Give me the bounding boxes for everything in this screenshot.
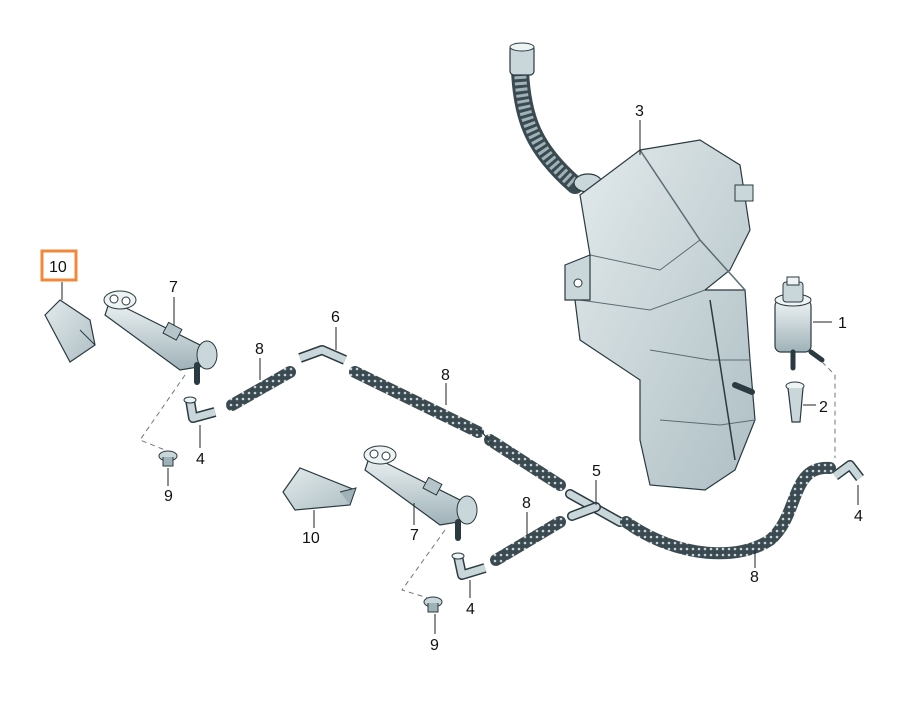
label-part-9-upper: 9 <box>164 488 173 505</box>
screw-lower <box>423 596 443 613</box>
label-part-10-upper: 10 <box>49 259 67 276</box>
washer-fluid-reservoir <box>509 42 756 491</box>
label-part-2: 2 <box>819 399 828 416</box>
label-part-4-pump: 4 <box>854 508 863 525</box>
assembly-line-upper <box>139 374 186 451</box>
label-part-7-lower: 7 <box>410 527 419 544</box>
label-part-1: 1 <box>838 315 847 332</box>
hose-short-lower <box>490 516 566 566</box>
elbow-connector-upper <box>183 396 217 423</box>
nozzle-cover-cap-upper <box>44 299 96 363</box>
label-part-5: 5 <box>592 463 601 480</box>
label-part-4-upper: 4 <box>196 451 205 468</box>
hose-elbow-connector <box>298 345 347 365</box>
assembly-line-pump <box>821 361 836 458</box>
filler-neck-tube <box>511 61 584 194</box>
washer-nozzle-lower <box>363 445 478 541</box>
highlight-box-part-10 <box>40 249 78 282</box>
hose-t-connector <box>565 489 625 527</box>
assembly-line-lower <box>401 529 446 599</box>
label-part-3: 3 <box>635 103 644 120</box>
hose-long-diagonal <box>349 366 566 491</box>
label-part-7-upper: 7 <box>169 279 178 296</box>
label-part-8-lower: 8 <box>522 495 531 512</box>
hose-short-upper <box>226 366 296 411</box>
label-part-4-lower: 4 <box>466 601 475 618</box>
washer-nozzle-upper <box>103 290 218 385</box>
hose-to-pump <box>620 461 836 560</box>
elbow-connector-lower <box>451 552 487 580</box>
washer-pump <box>774 276 825 371</box>
label-part-8-pump: 8 <box>750 569 759 586</box>
nozzle-cover-cap-lower <box>282 467 357 511</box>
elbow-connector-pump <box>832 460 864 482</box>
tank-body <box>574 139 756 491</box>
pump-grommet <box>785 381 805 423</box>
label-part-10-lower: 10 <box>302 530 320 547</box>
label-part-6: 6 <box>331 309 340 326</box>
label-part-8-upper: 8 <box>255 341 264 358</box>
label-part-8-middle: 8 <box>441 367 450 384</box>
screw-upper <box>158 450 178 467</box>
label-part-9-lower: 9 <box>430 637 439 654</box>
